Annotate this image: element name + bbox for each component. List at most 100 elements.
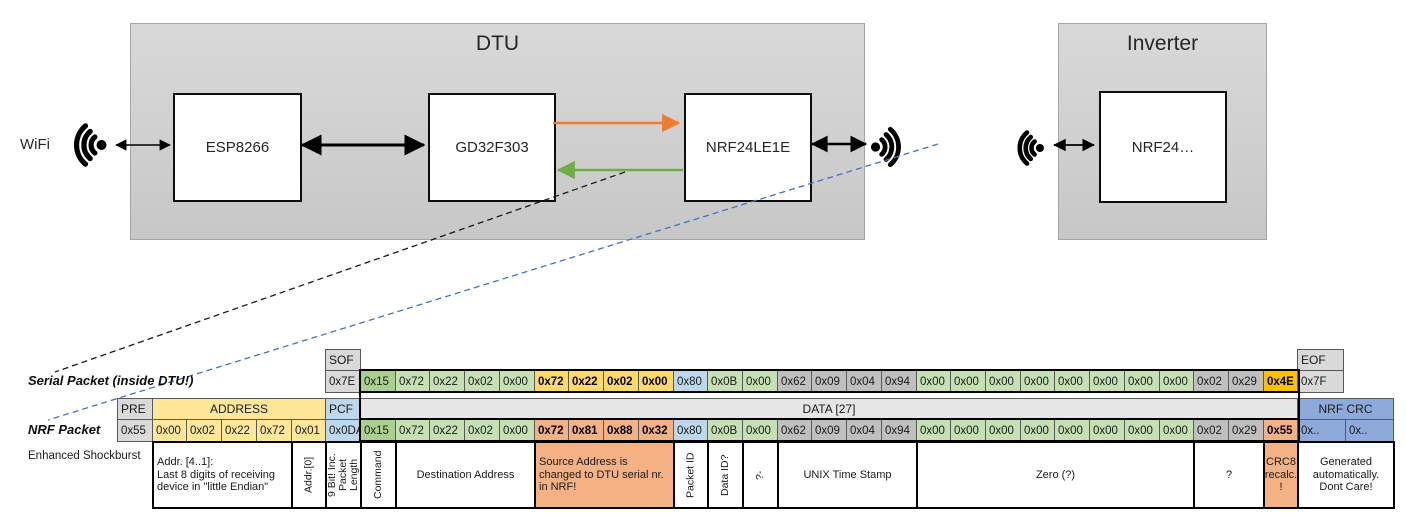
nrf-byte-cell: 0x0DA [325,419,364,442]
nrf-byte-cell: 0x00 [1124,419,1160,442]
nrf-header-data-27-: DATA [27] [360,398,1298,420]
nrf-header-pcf: PCF [325,398,361,420]
wifi-signal-inverter-icon [1017,130,1044,166]
serial-byte-cell: 0x00 [1159,370,1194,393]
nrf-byte-cell: 0x55 [1263,419,1298,442]
serial-byte-cell: 0x62 [777,370,812,393]
wifi-signal-right-icon [870,126,901,168]
serial-byte-cell: 0x00 [1054,370,1090,393]
wifi-signal-left-icon [74,123,107,167]
annotation-vertical-cell: ?- [742,441,779,509]
nrf-byte-cell: 0x72 [256,419,292,442]
nrf-crc-byte: 0x.. [1345,419,1394,442]
nrf-byte-cell: 0x80 [673,419,708,442]
serial-eof-byte: 0x7F [1297,370,1344,393]
serial-sof-header: SOF [325,349,361,371]
data-connector-left [359,391,361,420]
serial-byte-cell: 0x00 [1089,370,1125,393]
annotation-cell: Zero (?) [916,441,1195,509]
wifi-label: WiFi [20,136,50,153]
nrf-byte-cell: 0x94 [881,419,917,442]
annotation-vertical-cell: Addr.[0] [291,441,327,509]
serial-byte-cell: 0x02 [603,370,639,393]
nrf-byte-cell: 0x72 [534,419,569,442]
serial-byte-cell: 0x72 [534,370,569,393]
serial-byte-cell: 0x29 [1228,370,1264,393]
nrf-byte-cell: 0x01 [291,419,326,442]
annotation-cell: UNIX Time Stamp [777,441,918,509]
nrf-byte-cell: 0x22 [221,419,257,442]
annotation-cell: ? [1193,441,1265,509]
enhanced-shockburst-label: Enhanced Shockburst [28,450,141,462]
nrf-byte-cell: 0x32 [638,419,674,442]
nrf-byte-cell: 0x0B [707,419,743,442]
serial-byte-cell: 0x02 [464,370,500,393]
serial-byte-cell: 0x72 [395,370,430,393]
serial-byte-cell: 0x22 [568,370,604,393]
data-connector-right [1298,391,1300,420]
annotation-cell: CRC8 recalc. ! [1263,441,1299,509]
nrf-byte-cell: 0x02 [464,419,500,442]
nrf-byte-cell: 0x62 [777,419,812,442]
nrf-byte-cell: 0x00 [1054,419,1090,442]
serial-byte-cell: 0x00 [950,370,986,393]
serial-byte-cell: 0x22 [429,370,465,393]
nrf-byte-cell: 0x04 [846,419,882,442]
annotation-vertical-cell: Packet ID [673,441,709,509]
nrf-byte-cell: 0x88 [603,419,639,442]
serial-byte-cell: 0x4E [1263,370,1298,393]
nrf-byte-cell: 0x00 [985,419,1021,442]
serial-byte-cell: 0x00 [1124,370,1160,393]
serial-byte-cell: 0x00 [742,370,778,393]
nrf-byte-cell: 0x00 [916,419,951,442]
node-nrf24le1e-label: NRF24LE1E [705,139,791,156]
serial-byte-cell: 0x02 [1193,370,1229,393]
node-gd32f303-label: GD32F303 [455,139,529,156]
nrf-byte-cell: 0x29 [1228,419,1264,442]
annotation-cell: Addr. [4..1]: Last 8 digits of receiving… [152,441,293,509]
nrf-byte-cell: 0x02 [186,419,222,442]
nrf-byte-cell: 0x55 [117,419,153,442]
annotation-cell: Destination Address [395,441,536,509]
serial-packet-label: Serial Packet (inside DTU!) [28,373,194,388]
serial-byte-cell: 0x09 [811,370,847,393]
nrf-header-address: ADDRESS [152,398,326,420]
annotation-vertical-cell: 9 Bit! Inc. Packet Length [325,441,362,509]
serial-byte-cell: 0x00 [916,370,951,393]
nrf-byte-cell: 0x00 [152,419,187,442]
nrf-header-pre: PRE [117,398,153,420]
nrf-byte-cell: 0x15 [360,419,396,442]
node-nrf24-inverter: NRF24… [1099,91,1227,203]
serial-sof-byte: 0x7E [325,370,361,393]
nrf-byte-cell: 0x00 [499,419,535,442]
nrf-byte-cell: 0x81 [568,419,604,442]
node-gd32f303: GD32F303 [428,93,556,202]
nrf-byte-cell: 0x02 [1193,419,1229,442]
serial-byte-cell: 0x00 [638,370,674,393]
nrf-header-nrf-crc: NRF CRC [1297,398,1394,420]
inverter-title: Inverter [1126,32,1199,55]
nrf-byte-cell: 0x00 [1020,419,1055,442]
serial-byte-cell: 0x94 [881,370,917,393]
serial-byte-cell: 0x04 [846,370,882,393]
serial-byte-cell: 0x80 [673,370,708,393]
nrf-byte-cell: 0x72 [395,419,430,442]
node-esp8266-label: ESP8266 [205,139,270,156]
nrf-byte-cell: 0x00 [742,419,778,442]
annotation-cell: Source Address is changed to DTU serial … [534,441,675,509]
nrf-byte-cell: 0x00 [950,419,986,442]
serial-byte-cell: 0x0B [707,370,743,393]
annotation-vertical-cell: Data ID? [707,441,744,509]
node-nrf24le1e: NRF24LE1E [684,93,812,202]
nrf-packet-label: NRF Packet [28,422,101,437]
serial-byte-cell: 0x00 [499,370,535,393]
nrf-byte-cell: 0x09 [811,419,847,442]
nrf-byte-cell: 0x22 [429,419,465,442]
node-esp8266: ESP8266 [173,93,302,202]
serial-byte-cell: 0x15 [360,370,396,393]
serial-byte-cell: 0x00 [985,370,1021,393]
dtu-title: DTU [475,32,520,55]
annotation-vertical-cell: Command [360,441,397,509]
nrf-byte-cell: 0x00 [1159,419,1194,442]
